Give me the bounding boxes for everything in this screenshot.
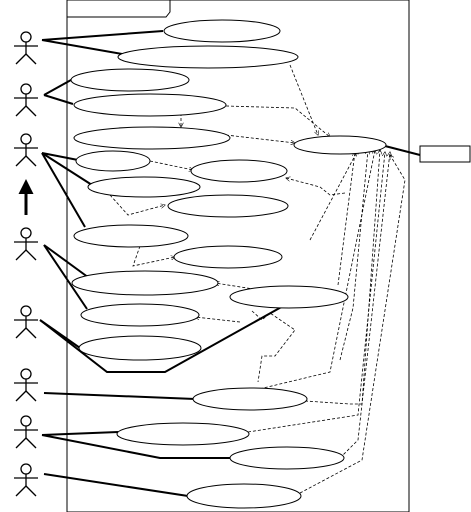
dependency-arrow — [286, 178, 346, 196]
use-case-2 — [117, 45, 299, 69]
dependency-arrow — [339, 152, 390, 459]
dependency-arrow — [109, 194, 165, 216]
external-system-box — [419, 145, 471, 163]
association-line — [41, 30, 164, 41]
use-case-12 — [71, 270, 219, 296]
use-case-8 — [87, 176, 201, 198]
use-case-14 — [229, 285, 349, 309]
dependency-arrow — [337, 152, 355, 286]
use-case-4 — [73, 93, 227, 117]
use-case-3 — [70, 68, 190, 92]
dependency-arrow — [149, 160, 193, 170]
dependency-arrow — [247, 152, 385, 433]
association-line — [41, 431, 119, 436]
dependency-arrow — [309, 150, 358, 241]
dependency-arrow — [195, 317, 241, 323]
dependency-arrow — [289, 64, 318, 135]
system-boundary-tab — [67, 0, 171, 18]
actor-figure — [14, 415, 38, 449]
association-line — [41, 152, 79, 161]
association-line — [43, 94, 74, 105]
association-line — [41, 434, 232, 459]
use-case-20 — [186, 483, 302, 509]
dependency-arrow — [339, 150, 368, 361]
association-line — [384, 145, 421, 156]
use-case-6 — [75, 150, 151, 172]
association-line — [43, 392, 196, 400]
association-line — [41, 152, 86, 228]
system-boundary — [66, 0, 410, 512]
use-case-5 — [73, 126, 231, 150]
use-case-7 — [190, 159, 288, 183]
association-line — [39, 319, 81, 349]
association-line — [39, 304, 286, 373]
associations — [39, 30, 421, 497]
dependency-arrow — [225, 134, 295, 143]
use-case-11 — [173, 245, 283, 269]
association-line — [43, 79, 72, 96]
dependency-arrow — [132, 245, 175, 267]
actor-figure — [14, 31, 38, 65]
association-line — [41, 152, 93, 186]
use-case-13 — [293, 135, 387, 155]
actor-figure — [14, 463, 38, 497]
dependency-arrow — [254, 150, 375, 391]
dependency-arrow — [299, 155, 406, 494]
actor-figure — [14, 227, 38, 261]
use-case-19 — [229, 446, 345, 470]
use-case-16 — [78, 335, 202, 361]
use-case-1 — [163, 19, 281, 43]
association-line — [43, 473, 189, 497]
dependency-arrow — [289, 150, 380, 405]
association-line — [43, 244, 88, 310]
external-system — [419, 145, 471, 163]
dependencies — [109, 64, 406, 494]
dependency-line — [251, 310, 296, 383]
actor-figure — [14, 83, 38, 117]
use-case-9 — [167, 194, 289, 218]
use-case-18 — [116, 422, 250, 446]
use-case-15 — [80, 303, 200, 327]
actor-figure — [14, 305, 38, 339]
use-case-17 — [192, 387, 308, 411]
actor-figure — [14, 368, 38, 402]
actor-figure — [14, 133, 38, 167]
dependency-arrow — [225, 105, 330, 137]
association-line — [41, 39, 129, 56]
use-case-10 — [73, 224, 189, 248]
